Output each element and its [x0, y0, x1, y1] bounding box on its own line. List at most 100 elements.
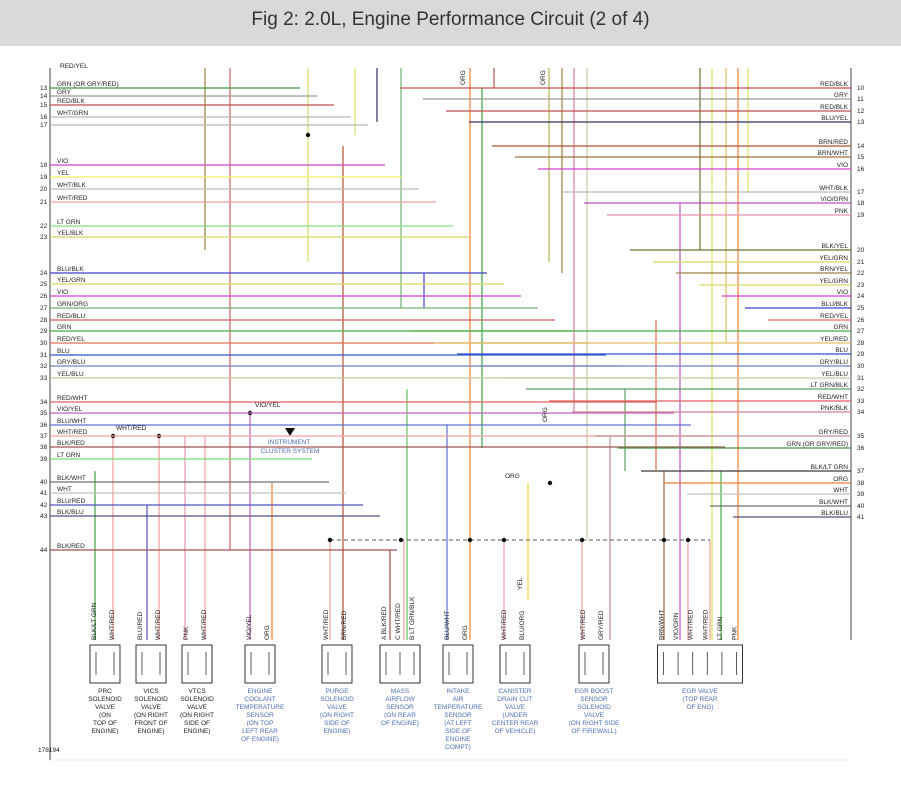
inline-label-0: ORG [542, 407, 549, 422]
left-pin-19: 19 [40, 174, 48, 181]
component-name-line-1-2: VALVE [141, 704, 162, 711]
component-name-line-6-2: TEMPERATURE [434, 704, 483, 711]
right-wire-label-35: GRY/RED [819, 429, 849, 436]
component-name-line-8-5: OF FIREWALL) [571, 728, 616, 735]
right-pin-31: 31 [857, 375, 865, 382]
left-pin-17: 17 [40, 122, 48, 129]
inline-label-6: YEL [517, 577, 524, 590]
left-pin-21: 21 [40, 199, 48, 206]
component-name-line-7-2: VALVE [505, 704, 526, 711]
right-wire-label-37: BLK/LT GRN [811, 464, 849, 471]
right-wire-label-15: BRN/WHT [818, 150, 848, 157]
right-pin-23: 23 [857, 282, 865, 289]
left-wire-label-22: LT GRN [57, 219, 81, 226]
right-wire-label-12: RED/BLK [820, 104, 848, 111]
inline-label-1: ORG [505, 473, 520, 480]
component-pin-label-7-0: WHT/RED [501, 609, 508, 640]
figure-header: Fig 2: 2.0L, Engine Performance Circuit … [0, 0, 901, 46]
component-pin-label-1-0: BLU/RED [137, 612, 144, 640]
right-pin-15: 15 [857, 154, 865, 161]
left-pin-20: 20 [40, 186, 48, 193]
component-name-line-5-0: MASS [391, 688, 410, 695]
component-name-line-6-0: INTAKE [447, 688, 471, 695]
left-wire-label-38: BLK/RED [57, 440, 85, 447]
splice-dot-2 [398, 537, 404, 543]
splice-dot-5 [579, 537, 585, 543]
component-box-8 [578, 644, 610, 684]
component-pin-label-9-5: PNK [732, 626, 739, 640]
splice-dot-7 [685, 537, 691, 543]
right-wire-label-26: RED/YEL [820, 313, 848, 320]
component-pin-label-0-1: WHT/RED [109, 609, 116, 640]
right-pin-28: 28 [857, 340, 865, 347]
left-pin-38: 38 [40, 444, 48, 451]
left-pin-39: 39 [40, 456, 48, 463]
left-pin-14: 14 [40, 93, 48, 100]
component-name-line-2-0: VTCS [188, 688, 206, 695]
right-wire-label-19: PNK [835, 208, 849, 215]
right-wire-label-39: WHT [833, 487, 848, 494]
right-wire-label-40: BLK/WHT [819, 499, 848, 506]
component-name-line-7-4: CENTER REAR [492, 720, 539, 727]
splice-dot-1 [327, 537, 333, 543]
component-name-line-4-1: SOLENOID [320, 696, 354, 703]
left-pin-43: 43 [40, 513, 48, 520]
component-name-line-3-0: ENGINE [248, 688, 274, 695]
left-pin-30: 30 [40, 340, 48, 347]
component-pin-label-3-1: ORG [264, 625, 271, 640]
right-wire-label-30: GRY/BLU [820, 359, 849, 366]
left-pin-28: 28 [40, 317, 48, 324]
right-pin-40: 40 [857, 503, 865, 510]
component-pin-label-2-1: WHT/RED [201, 609, 208, 640]
right-wire-label-31: YEL/BLU [821, 371, 848, 378]
right-pin-16: 16 [857, 166, 865, 173]
left-wire-label-29: GRN [57, 324, 72, 331]
component-pin-label-8-0: WHT/RED [580, 609, 587, 640]
right-pin-17: 17 [857, 189, 865, 196]
component-name-line-3-2: TEMPERATURE [236, 704, 285, 711]
left-wire-label-24: BLU/BLK [57, 266, 84, 273]
right-pin-10: 10 [857, 85, 865, 92]
component-name-line-2-1: SOLENOID [180, 696, 214, 703]
component-box-0 [89, 644, 121, 684]
component-name-line-2-3: (ON RIGHT [180, 712, 214, 719]
component-name-line-4-5: ENGINE) [323, 728, 350, 735]
left-wire-label-44: BLK/RED [57, 543, 85, 550]
left-pin-33: 33 [40, 375, 48, 382]
right-wire-label-27: GRN [834, 324, 849, 331]
left-wire-label-35: VIO/YEL [57, 406, 83, 413]
component-pin-label-6-0: BLU/WHT [444, 611, 451, 640]
right-pin-41: 41 [857, 514, 865, 521]
right-pin-18: 18 [857, 200, 865, 207]
inline-label-7: RED/YEL [60, 63, 88, 70]
component-name-line-4-4: SIDE OF [324, 720, 350, 727]
left-wire-label-39: LT GRN [57, 452, 81, 459]
component-box-4 [321, 644, 353, 684]
component-name-line-7-3: (UNDER [502, 712, 528, 719]
left-wire-label-23: YEL/BLK [57, 230, 84, 237]
left-pin-44: 44 [40, 547, 48, 554]
right-pin-26: 26 [857, 317, 865, 324]
component-name-line-8-1: SENSOR [580, 696, 608, 703]
figure-id: 178194 [38, 747, 60, 754]
right-pin-21: 21 [857, 259, 865, 266]
component-box-1 [135, 644, 167, 684]
component-pin-label-7-1: BLU/ORG [519, 611, 526, 640]
component-name-line-3-1: COOLANT [244, 696, 275, 703]
component-name-line-7-0: CANISTER [499, 688, 532, 695]
component-name-line-7-5: OF VEHICLE) [495, 728, 536, 735]
left-wire-label-30: RED/YEL [57, 336, 85, 343]
component-name-line-2-4: SIDE OF [184, 720, 210, 727]
component-box-6 [442, 644, 474, 684]
right-wire-label-28: YEL/RED [820, 336, 848, 343]
component-pin-label-1-1: WHT/RED [155, 609, 162, 640]
